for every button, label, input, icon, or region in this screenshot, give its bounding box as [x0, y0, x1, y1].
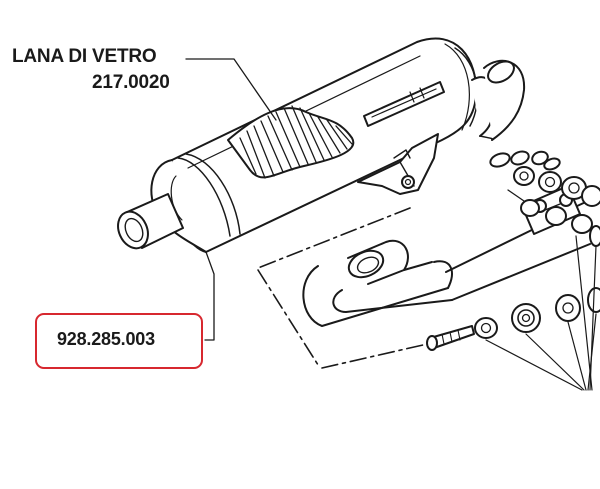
- mounting-bracket: [357, 133, 439, 195]
- lower-washers-and-nuts: [426, 287, 600, 351]
- callout-leaders: [185, 58, 277, 341]
- assembly-dashed-outline: [257, 207, 437, 369]
- hardware-leader-lines: [485, 235, 597, 391]
- glass-wool-label: LANA DI VETRO: [12, 46, 157, 67]
- muffler-part-number: 928.285.003: [57, 329, 155, 349]
- muffler-slot: [363, 81, 445, 127]
- outlet-pipe: [117, 193, 184, 250]
- glass-wool-part-number: 217.0020: [92, 72, 170, 93]
- part-number-highlight-box: [35, 313, 203, 369]
- inlet-bend-pipe: [471, 59, 526, 141]
- upper-washers-and-nuts: [489, 150, 600, 247]
- glass-wool-window: [227, 105, 355, 179]
